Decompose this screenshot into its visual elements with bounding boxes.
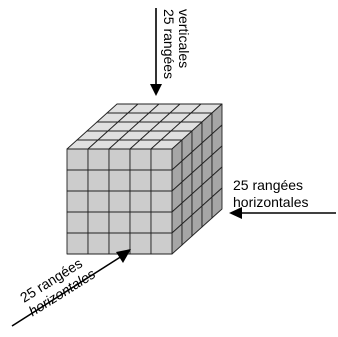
cube-front-cell [87,232,110,255]
right-label: 25 rangées horizontales [233,177,309,210]
vertical-arrow [150,8,162,96]
cube-front-cell [87,169,110,192]
top-label: 25 rangées verticales [161,9,192,79]
bottom-label: 25 rangées horizontales [17,255,98,319]
cube-front-cell [108,211,131,234]
cube [66,103,223,255]
cube-front-cell [129,148,152,171]
cube-front-cell [66,169,89,192]
cube-front-cell [150,169,173,192]
cube-front-cell [150,148,173,171]
cube-front-cell [87,211,110,234]
cube-front-cell [66,232,89,255]
cube-front-cell [108,190,131,213]
right-label-line2: horizontales [233,194,309,210]
cube-front-cell [129,211,152,234]
cube-front-cell [150,211,173,234]
cube-front-cell [129,232,152,255]
cube-front-cell [129,190,152,213]
cube-front-cell [150,190,173,213]
right-arrow [229,207,336,219]
cube-front-cell [87,190,110,213]
cube-side-cell [211,187,223,219]
cube-front-cell [129,169,152,192]
cube-front-cell [87,148,110,171]
cube-front-cell [150,232,173,255]
top-label-line1: 25 rangées [161,9,177,79]
diagonal-arrow [11,249,131,327]
cube-front-cell [66,211,89,234]
cube-front-cell [66,190,89,213]
top-label-line2: verticales [176,9,192,68]
right-label-line1: 25 rangées [233,177,303,193]
cube-front-cell [108,148,131,171]
cube-front-cell [66,148,89,171]
cube-front-cell [108,169,131,192]
